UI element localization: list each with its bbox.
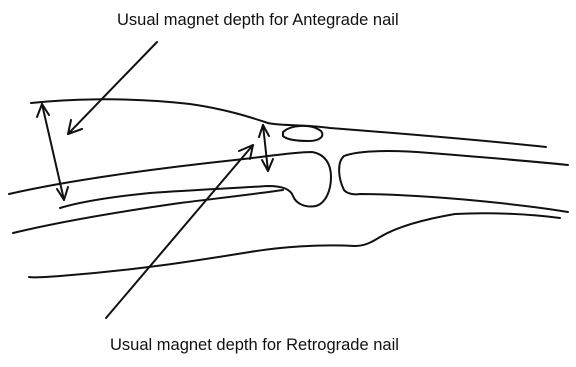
antegrade-label: Usual magnet depth for Antegrade nail bbox=[117, 11, 399, 30]
patella bbox=[283, 126, 322, 141]
antegrade-pointer-line bbox=[68, 42, 157, 134]
tibia-plateau bbox=[339, 156, 568, 212]
retrograde-label: Usual magnet depth for Retrograde nail bbox=[110, 336, 399, 355]
retrograde-pointer-line bbox=[106, 145, 253, 318]
femur-shaft-upper bbox=[9, 152, 331, 208]
tibia-upper bbox=[344, 151, 568, 165]
femur-shaft-lower bbox=[13, 190, 283, 233]
lower-leg-contour bbox=[29, 213, 560, 277]
